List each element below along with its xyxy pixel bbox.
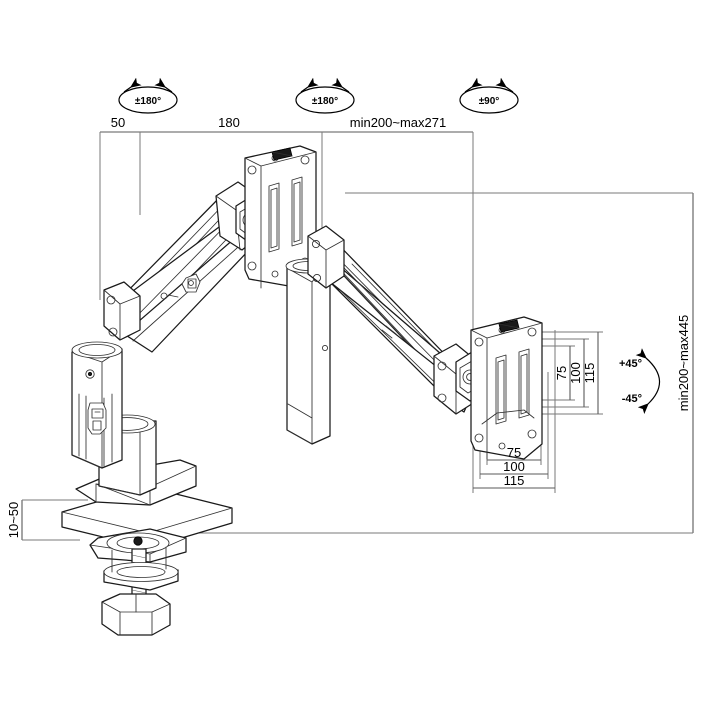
badge-arm-rotation (295, 77, 355, 114)
label-dim-extension: min200~max271 (350, 115, 446, 130)
right-gas-spring-arm (307, 225, 487, 415)
label-tilt-up: +45° (619, 358, 642, 370)
label-vesa-v-115: 115 (582, 363, 597, 384)
monitor-arm-illustration (61, 145, 543, 636)
rotation-badges (118, 77, 519, 114)
label-dim-height: min200~max445 (676, 315, 691, 411)
badge-base-rotation (118, 77, 178, 114)
label-dim-180: 180 (218, 115, 240, 130)
label-vesa-v-75: 75 (554, 366, 569, 380)
label-tilt-down: -45° (622, 393, 642, 405)
label-base-rotation: ±180° (135, 96, 161, 107)
label-dim-50: 50 (111, 115, 125, 130)
label-vesa-v-100: 100 (568, 362, 583, 384)
label-vesa-h-75: 75 (507, 445, 521, 460)
right-vesa-head (470, 316, 543, 460)
tilt-arc (635, 348, 661, 415)
left-gas-spring-arm (103, 181, 267, 353)
label-dim-clamp-thickness: 10~50 (6, 502, 21, 539)
label-head-swivel: ±90° (479, 96, 500, 107)
riser-pole (71, 341, 123, 469)
desk-clamp-assembly (61, 414, 233, 636)
label-arm-rotation: ±180° (312, 96, 338, 107)
height-dimension-lines (130, 192, 694, 534)
clamp-dimension-lines (21, 499, 88, 541)
label-vesa-h-100: 100 (503, 459, 525, 474)
label-vesa-h-115: 115 (504, 473, 525, 488)
badge-head-swivel (459, 77, 519, 114)
text-labels: ±180° ±180° ±90° 50 180 min200~max271 mi… (6, 96, 691, 538)
